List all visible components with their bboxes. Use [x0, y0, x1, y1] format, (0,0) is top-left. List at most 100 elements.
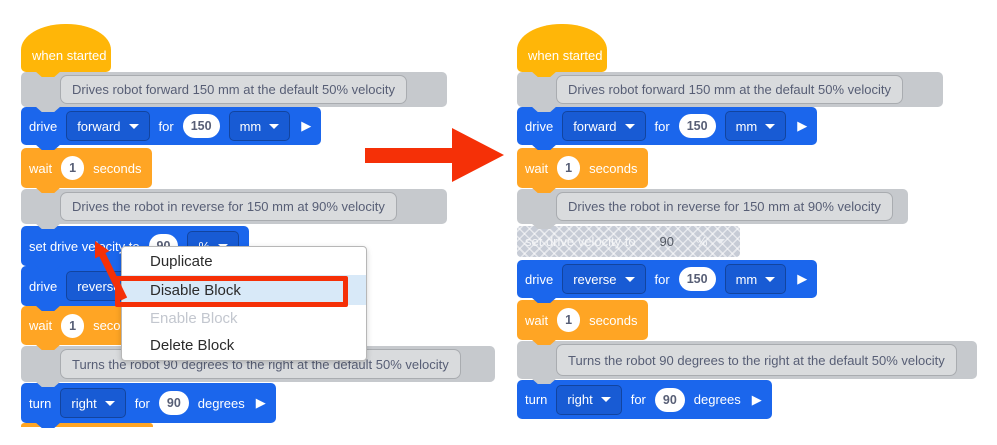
wait-value-input[interactable]: 1	[61, 156, 85, 180]
hat-label: when started	[528, 48, 603, 63]
block-bump	[35, 305, 61, 311]
comment-block[interactable]: Drives robot forward 150 mm at the defau…	[21, 72, 447, 112]
distance-input[interactable]: 150	[678, 114, 716, 138]
seconds-label: seconds	[93, 160, 142, 176]
block-bump	[35, 381, 61, 387]
wait-value-input[interactable]: 1	[557, 156, 581, 180]
comment-text: Drives the robot in reverse for 150 mm a…	[60, 192, 397, 221]
direction-value: forward	[573, 118, 617, 134]
distance-input[interactable]: 150	[182, 114, 220, 138]
play-icon: ▶	[301, 118, 312, 133]
chevron-down-icon	[104, 400, 115, 406]
for-label: for	[654, 118, 670, 134]
drive-label: drive	[29, 118, 58, 134]
direction-dropdown[interactable]: right	[556, 384, 622, 415]
comment-block[interactable]: Drives the robot in reverse for 150 mm a…	[517, 189, 908, 229]
drive-reverse-block[interactable]: drive reverse for 150 mm ▶	[517, 260, 818, 303]
comment-text: Turns the robot 90 degrees to the right …	[556, 344, 957, 376]
block-bump	[35, 223, 61, 229]
chevron-down-icon	[765, 123, 776, 129]
wait-value-input[interactable]: 1	[557, 308, 581, 332]
drive-forward-block[interactable]: drive forward for 150 mm ▶	[21, 107, 322, 150]
unit-dropdown[interactable]: mm	[724, 111, 787, 141]
direction-value: right	[567, 392, 593, 407]
turn-block[interactable]: turn right for 90 degrees ▶	[517, 380, 772, 419]
big-right-arrow-icon	[365, 128, 504, 182]
context-menu: Duplicate Disable Block Enable Block Del…	[121, 246, 367, 361]
wait-block[interactable]: wait 1 seconds	[517, 300, 648, 345]
angle-input[interactable]: 90	[654, 387, 685, 412]
block-bump	[35, 187, 61, 193]
menu-item-delete-block[interactable]: Delete Block	[150, 337, 235, 354]
chevron-down-icon	[624, 276, 635, 282]
block-bump	[35, 344, 61, 350]
set-velocity-block-disabled[interactable]: set drive velocity to 90 %	[517, 226, 740, 257]
seconds-label: seconds	[589, 160, 638, 176]
comment-text: Drives robot forward 150 mm at the defau…	[556, 75, 903, 104]
direction-dropdown[interactable]: reverse	[562, 264, 646, 294]
drive-label: drive	[525, 118, 554, 134]
unit-dropdown[interactable]: mm	[724, 264, 787, 294]
distance-input[interactable]: 150	[678, 267, 716, 291]
play-icon: ▶	[255, 395, 266, 410]
direction-value: reverse	[573, 271, 617, 287]
unit-value: mm	[735, 271, 758, 287]
drive-label: drive	[29, 278, 58, 294]
comment-text: Drives robot forward 150 mm at the defau…	[60, 75, 407, 104]
set-velocity-label: set drive velocity to	[29, 238, 140, 254]
direction-dropdown[interactable]: right	[60, 388, 126, 418]
for-label: for	[630, 392, 646, 407]
block-bump	[531, 223, 557, 229]
comment-block[interactable]: Drives the robot in reverse for 150 mm a…	[21, 189, 447, 229]
block-bump	[531, 106, 557, 112]
angle-input[interactable]: 90	[158, 391, 189, 415]
block-bump	[531, 339, 557, 345]
menu-item-disable-block[interactable]: Disable Block	[122, 275, 366, 305]
drive-forward-block[interactable]: drive forward for 150 mm ▶	[517, 107, 818, 150]
turn-label: turn	[29, 395, 52, 411]
chevron-down-icon	[128, 123, 139, 129]
menu-item-enable-block: Enable Block	[150, 310, 238, 327]
turn-block[interactable]: turn right for 90 degrees ▶	[21, 383, 276, 428]
comment-block[interactable]: Drives robot forward 150 mm at the defau…	[517, 72, 943, 112]
direction-dropdown[interactable]: forward	[66, 111, 150, 141]
unit-value: mm	[735, 118, 758, 134]
drive-label: drive	[525, 271, 554, 287]
block-bump	[35, 106, 61, 112]
direction-dropdown[interactable]: forward	[562, 111, 646, 141]
unit-dropdown[interactable]: mm	[228, 111, 291, 141]
direction-value: right	[71, 395, 97, 411]
turn-label: turn	[525, 392, 548, 407]
menu-item-duplicate[interactable]: Duplicate	[150, 253, 213, 270]
direction-value: forward	[77, 118, 121, 134]
when-started-hat-block[interactable]: when started	[21, 24, 111, 77]
chevron-down-icon	[624, 123, 635, 129]
wait-label: wait	[29, 160, 53, 176]
comment-block[interactable]: Turns the robot 90 degrees to the right …	[517, 341, 977, 384]
block-bump	[531, 297, 557, 303]
block-bump	[531, 144, 557, 150]
unit-value: mm	[239, 118, 262, 134]
when-started-hat-block[interactable]: when started	[517, 24, 607, 77]
seconds-label: seconds	[589, 312, 638, 328]
block-bump	[35, 71, 61, 77]
wait-block[interactable]: wait 1 seconds	[21, 148, 152, 193]
wait-value-input[interactable]: 1	[61, 313, 85, 338]
next-block-edge	[21, 423, 153, 427]
for-label: for	[654, 271, 670, 287]
chevron-down-icon	[714, 239, 725, 244]
block-bump	[35, 144, 61, 150]
chevron-down-icon	[600, 397, 611, 402]
chevron-down-icon	[269, 123, 280, 129]
wait-block[interactable]: wait 1 seconds	[517, 148, 648, 193]
comment-text: Drives the robot in reverse for 150 mm a…	[556, 192, 893, 221]
velocity-value: 90	[659, 234, 675, 249]
wait-label: wait	[29, 318, 53, 333]
block-bump	[35, 265, 61, 271]
block-bump	[531, 378, 557, 384]
block-bump	[531, 187, 557, 193]
set-velocity-label: set drive velocity to	[525, 234, 636, 249]
for-label: for	[134, 395, 150, 411]
play-icon: ▶	[797, 118, 808, 133]
